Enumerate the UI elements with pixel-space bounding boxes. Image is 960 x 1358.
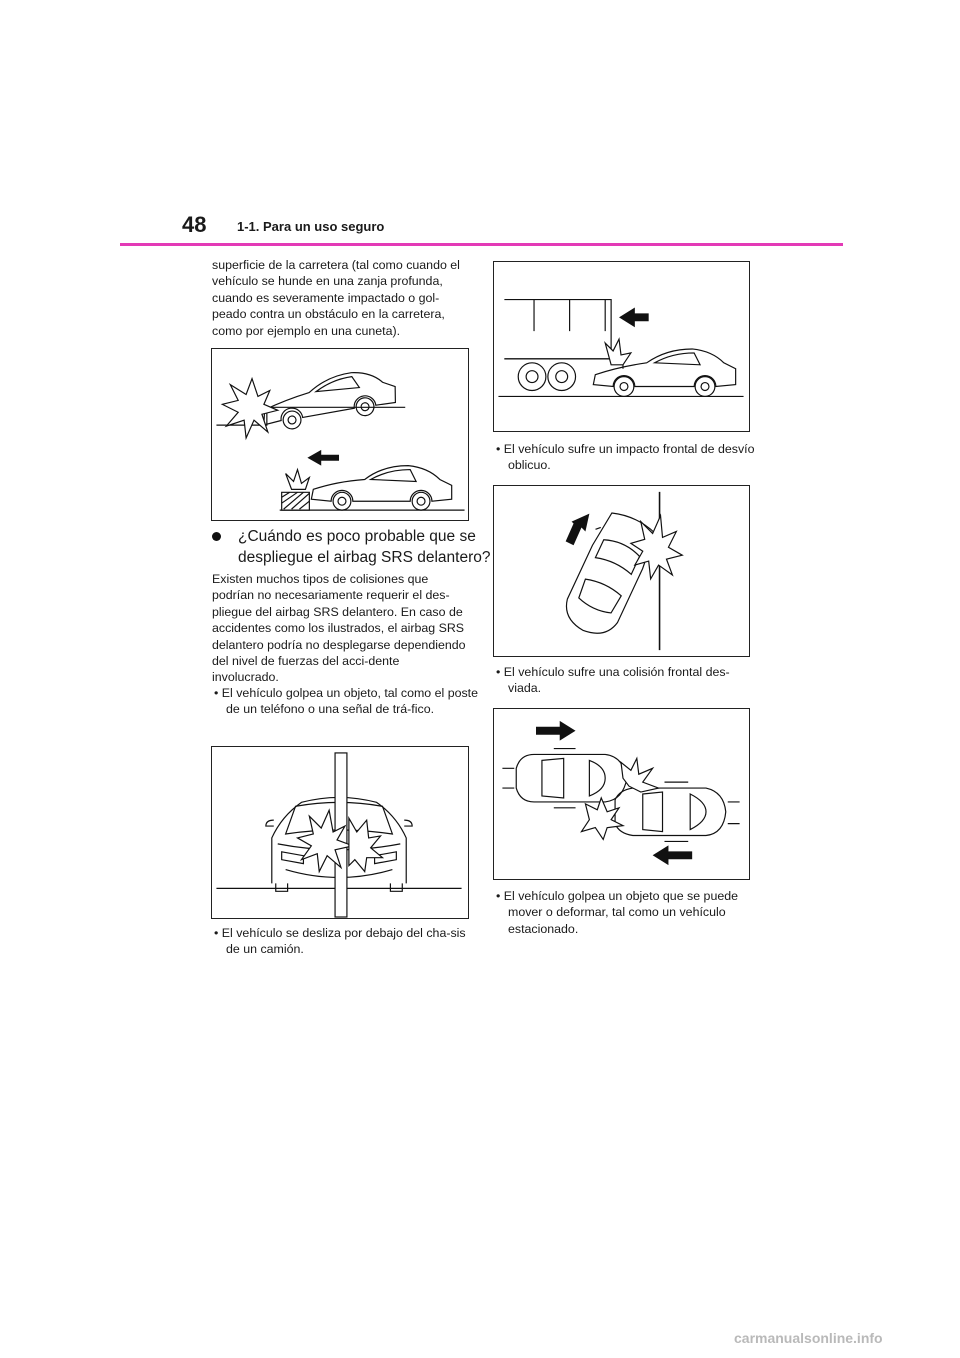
bullet-dot-icon xyxy=(212,532,221,541)
bullet-pole: • El vehículo golpea un objeto, tal como… xyxy=(214,686,479,717)
section-title: 1-1. Para un uso seguro xyxy=(237,219,385,234)
figure-offset-collision xyxy=(493,708,750,880)
figure-truck-underride xyxy=(493,261,750,432)
airbag-heading: ¿Cuándo es poco probable que se desplieg… xyxy=(212,526,500,568)
page-number: 48 xyxy=(182,212,207,237)
bullet-offset: • El vehículo sufre una colisión frontal… xyxy=(496,665,730,696)
figure-oblique-impact xyxy=(493,485,750,657)
oblique-impact-illustration xyxy=(565,491,684,651)
offset-collision-illustration xyxy=(502,720,740,866)
figure-pole-impact xyxy=(211,746,469,919)
ditch-impact-illustration xyxy=(216,372,465,511)
bullet-oblique: • El vehículo sufre un impacto frontal d… xyxy=(496,442,755,473)
watermark: carmanualsonline.info xyxy=(734,1330,883,1346)
airbag-heading-text: ¿Cuándo es poco probable que se desplieg… xyxy=(238,528,491,566)
truck-underride-illustration xyxy=(498,298,744,398)
pole-impact-illustration xyxy=(216,752,462,918)
intro-paragraph: superficie de la carretera (tal como cua… xyxy=(212,258,460,338)
figure-ditch-impact xyxy=(211,348,469,521)
bullet-truck: • El vehículo se desliza por debajo del … xyxy=(214,926,466,957)
header-divider xyxy=(120,243,843,246)
body-paragraph: Existen muchos tipos de colisiones que p… xyxy=(212,572,466,685)
bullet-parked: • El vehículo golpea un objeto que se pu… xyxy=(496,889,739,936)
